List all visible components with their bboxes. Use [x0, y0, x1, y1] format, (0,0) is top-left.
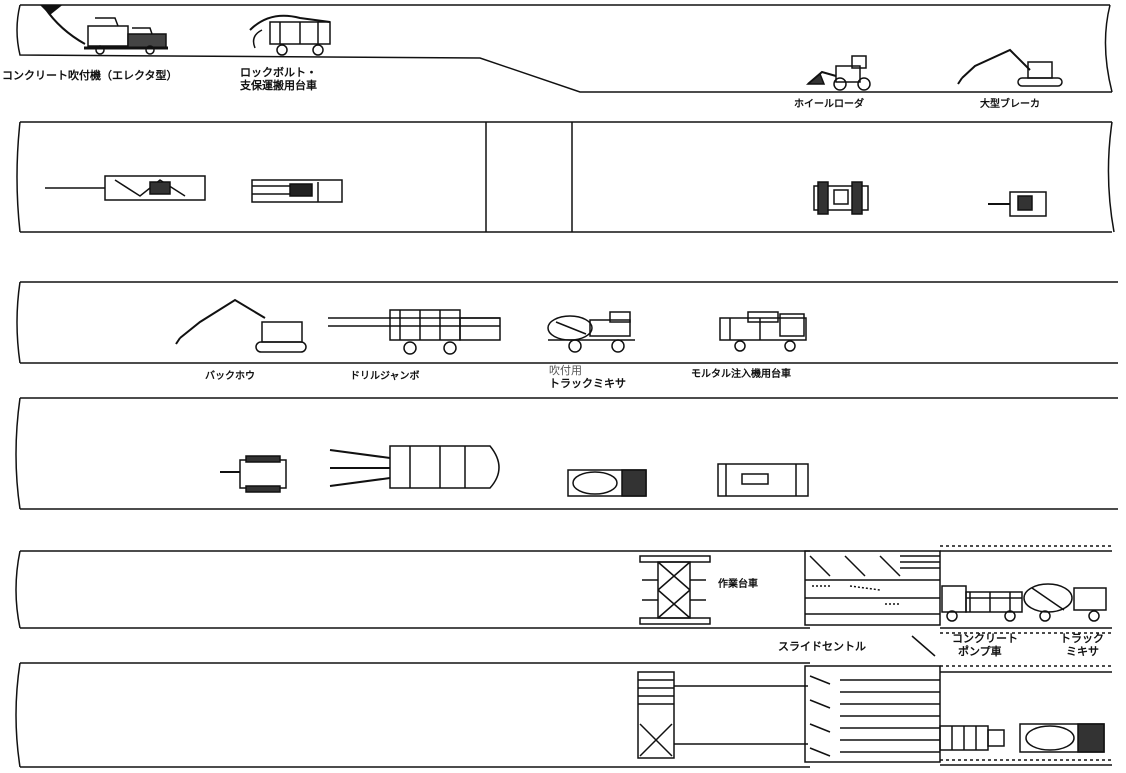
panel-4-plan-view	[15, 397, 1118, 510]
mortar-injection-carriage-side-icon	[719, 311, 807, 352]
label-truck-mixer-2: トラック ミキサ	[1060, 632, 1104, 658]
panel-1-side-view	[16, 4, 1113, 93]
slide-central-side-icon	[804, 550, 941, 626]
drill-jumbo-side-icon	[328, 309, 501, 355]
slide-central-plan-icon	[804, 665, 941, 763]
shotcrete-machine-plan-icon	[45, 175, 206, 201]
label-shotcrete-truck-mixer: 吹付用 トラックミキサ	[549, 364, 626, 390]
work-carriage-plan-icon	[637, 671, 808, 759]
label-concrete-pump-line1: コンクリート	[952, 632, 1018, 645]
wheel-loader-plan-icon	[813, 181, 869, 215]
label-shotcrete-prefix: 吹付用	[549, 364, 582, 377]
label-concrete-pump-line2: ポンプ車	[958, 645, 1002, 658]
label-backhoe: バックホウ	[205, 371, 255, 382]
label-rockbolt-carriage-line2: 支保運搬用台車	[240, 79, 317, 92]
drill-jumbo-plan-icon	[329, 445, 500, 489]
large-breaker-plan-icon	[988, 191, 1047, 217]
panel-5-side-view	[15, 545, 1112, 634]
rockbolt-carriage-plan-icon	[251, 179, 343, 203]
label-work-carriage: 作業台車	[718, 579, 758, 590]
label-wheel-loader: ホイールローダ	[794, 99, 864, 110]
label-truck-mixer: トラックミキサ	[549, 377, 626, 390]
label-mortar-injection-carriage: モルタル注入機用台車	[691, 369, 791, 380]
truck-mixer-plan-icon-2	[1019, 723, 1105, 753]
label-drill-jumbo: ドリルジャンボ	[350, 371, 420, 382]
concrete-pump-truck-side-icon	[941, 585, 1023, 622]
truck-mixer-plan-icon	[567, 469, 647, 497]
mortar-injection-carriage-plan-icon	[717, 463, 809, 497]
shotcrete-machine-side-icon	[40, 5, 168, 55]
label-concrete-pump-truck: コンクリート ポンプ車	[952, 632, 1018, 658]
backhoe-side-icon	[175, 298, 307, 353]
panel-2-plan-view	[16, 121, 1115, 233]
label-truck-mixer-line1: トラック	[1060, 632, 1104, 645]
rockbolt-carriage-side-icon	[249, 14, 331, 56]
large-breaker-side-icon	[957, 48, 1063, 87]
panel-3-side-view	[16, 281, 1118, 364]
concrete-pump-truck-plan-icon	[939, 725, 1005, 751]
label-slide-central: スライドセントル	[778, 640, 866, 653]
label-rockbolt-carriage-line1: ロックボルト・	[240, 66, 317, 79]
wheel-loader-side-icon	[805, 55, 871, 91]
work-carriage-side-icon	[639, 555, 711, 625]
label-rockbolt-carriage: ロックボルト・ 支保運搬用台車	[240, 66, 317, 92]
label-truck-mixer-line2: ミキサ	[1066, 645, 1099, 658]
truck-mixer-side-icon-2	[1023, 583, 1107, 622]
backhoe-plan-icon	[220, 455, 287, 493]
label-large-breaker: 大型ブレーカ	[980, 99, 1040, 110]
truck-mixer-side-icon	[547, 311, 635, 353]
panel-6-plan-view	[15, 662, 1112, 768]
label-shotcrete-machine: コンクリート吹付機（エレクタ型）	[2, 69, 178, 82]
slide-central-pointer	[911, 635, 936, 657]
